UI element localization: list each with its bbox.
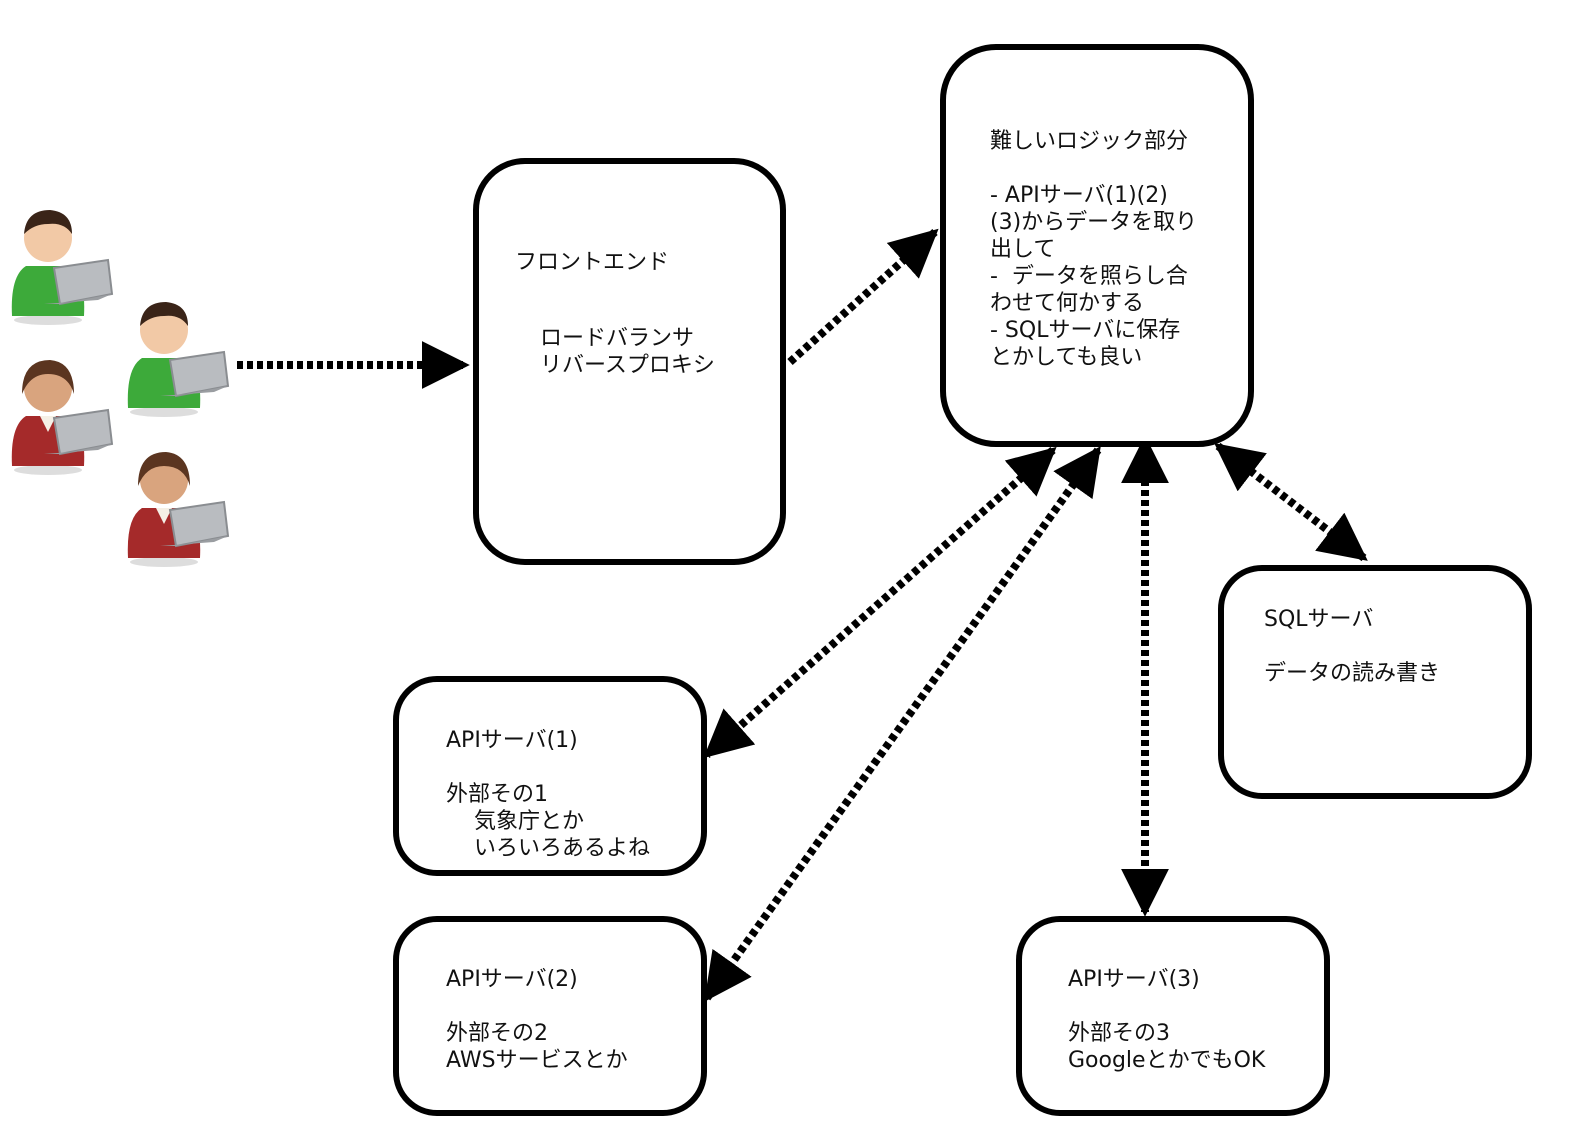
logic-text: 難しいロジック部分 - APIサーバ(1)(2) (3)からデータを取り 出して… bbox=[990, 129, 1198, 370]
user-laptop-icon bbox=[127, 452, 230, 567]
api-server-1-node bbox=[393, 676, 707, 876]
arrow-frontend-to-logic bbox=[787, 228, 939, 365]
api-server-2-text: APIサーバ(2) 外部その2 AWSサービスとか bbox=[446, 967, 628, 1073]
user-laptop-icon bbox=[11, 210, 114, 325]
user-laptop-icon bbox=[11, 360, 114, 475]
logic-node bbox=[940, 44, 1254, 447]
arrow-logic-api2 bbox=[703, 446, 1102, 1002]
user-laptop-icon bbox=[127, 302, 230, 417]
frontend-title: フロントエンド bbox=[515, 250, 670, 275]
sql-server-text: SQLサーバ データの読み書き bbox=[1264, 607, 1441, 686]
api-server-3-text: APIサーバ(3) 外部その3 GoogleとかでもOK bbox=[1068, 967, 1266, 1073]
api-server-1-text: APIサーバ(1) 外部その1 気象庁とか いろいろあるよね bbox=[446, 728, 650, 861]
api-server-2-node bbox=[393, 916, 707, 1116]
arrow-logic-sql bbox=[1214, 442, 1368, 562]
frontend-node bbox=[473, 158, 786, 565]
frontend-body: ロードバランサ リバースプロキシ bbox=[540, 326, 715, 378]
api-server-3-node bbox=[1016, 916, 1330, 1116]
sql-server-node bbox=[1218, 565, 1532, 799]
